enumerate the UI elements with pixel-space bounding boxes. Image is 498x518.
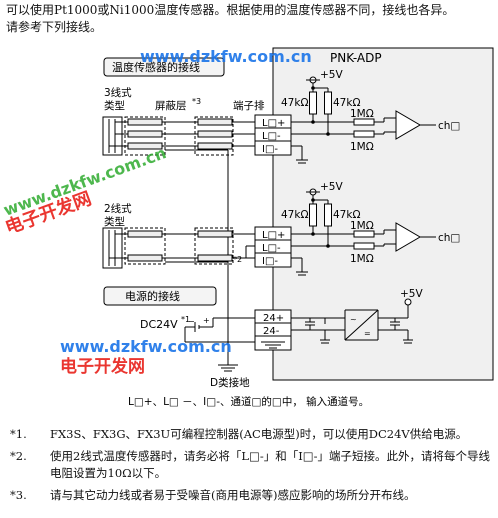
terminal-block-3w	[254, 114, 292, 156]
terminal-3w-i-minus: I□-	[262, 144, 278, 155]
r1-2w: 47kΩ	[281, 209, 308, 221]
channel-3w: ch□	[438, 120, 460, 132]
intro-line-2: 请参考下列接线。	[6, 20, 103, 34]
svg-text:−: −	[188, 317, 195, 326]
intro-text: 可以使用Pt1000或Ni1000温度传感器。根据使用的温度传感器不同，接线也各…	[6, 2, 494, 36]
two-wire-type-line1: 2线式	[104, 202, 132, 215]
wiring-diagram: PNK-ADP 温度传感器的接线 3线式 类型 屏蔽层 *3 端子排 L□+ L…	[1, 47, 494, 408]
terminal-3w-l-minus: L□-	[262, 131, 281, 142]
r2-3w: 47kΩ	[333, 97, 360, 109]
channel-legend: L□+、L□ －、I□-、通道□的□中， 输入通道号。	[128, 395, 369, 408]
sensor-3w	[102, 116, 123, 156]
r3-3w: 1MΩ	[350, 108, 374, 120]
watermark-top: www.dzkfw.com.cn	[140, 47, 312, 66]
watermark-bottom-cn: 电子开发网	[60, 356, 145, 377]
terminal-2w-l-minus: L□-	[262, 243, 281, 254]
footnote-1: *1. FX3S、FX3G、FX3U可编程控制器(AC电源型)时，可以使用DC2…	[10, 426, 494, 443]
terminal-block-2w	[254, 226, 292, 268]
footnote-1-mark: *1.	[10, 427, 27, 441]
vcc-3w: +5V	[320, 69, 343, 81]
vcc-2w: +5V	[320, 181, 343, 193]
shield-label: 屏蔽层	[155, 100, 187, 112]
shield-mark: *3	[192, 97, 201, 106]
terminal-block-power	[254, 309, 292, 351]
footnote-2: *2. 使用2线式温度传感器时，请务必将「L□-」和「I□-」端子短接。此外，请…	[10, 448, 494, 482]
ground-label: D类接地	[210, 376, 250, 389]
terminal-24-minus: 24-	[263, 326, 280, 337]
three-wire-type-line2: 类型	[104, 99, 125, 112]
power-section-title: 电源的接线	[125, 289, 180, 303]
module-name: PNK-ADP	[330, 51, 382, 65]
three-wire-type-line1: 3线式	[104, 86, 132, 99]
r4-2w: 1MΩ	[350, 253, 374, 265]
channel-2w: ch□	[438, 232, 460, 244]
r4-3w: 1MΩ	[350, 141, 374, 153]
power-section-box	[103, 286, 217, 306]
footnote-2-text: 使用2线式温度传感器时，请务必将「L□-」和「I□-」端子短接。此外，请将每个导…	[50, 449, 490, 480]
vcc-power: +5V	[400, 288, 423, 300]
two-wire-type-line2: 类型	[104, 215, 125, 228]
terminal-2w-i-minus: I□-	[262, 256, 278, 267]
footnote-2-mark: *2.	[10, 449, 27, 463]
terminal-3w-l-plus: L□+	[262, 118, 285, 129]
svg-text:+: +	[203, 316, 210, 325]
svg-text:~: ~	[350, 315, 357, 324]
r1-3w: 47kΩ	[281, 97, 308, 109]
footnote-3-text: 请与其它动力线或者易于受噪音(商用电源等)感应影响的场所分开布线。	[50, 488, 416, 502]
watermark-mid: www.dzkfw.com.cn	[60, 337, 232, 356]
intro-line-1: 可以使用Pt1000或Ni1000温度传感器。根据使用的温度传感器不同，接线也各…	[6, 3, 455, 17]
svg-text:=: =	[364, 329, 371, 338]
terminal-2w-l-plus: L□+	[262, 230, 285, 241]
sensor-section-box	[103, 57, 225, 77]
sensor-section-title: 温度传感器的接线	[112, 60, 200, 74]
supply-mark: *1	[181, 315, 190, 324]
r2-2w: 47kΩ	[333, 209, 360, 221]
footnotes: *1. FX3S、FX3G、FX3U可编程控制器(AC电源型)时，可以使用DC2…	[10, 426, 494, 509]
footnote-3-mark: *3.	[10, 488, 27, 502]
supply-label: DC24V	[140, 318, 178, 331]
footnote-1-text: FX3S、FX3G、FX3U可编程控制器(AC电源型)时，可以使用DC24V供给…	[50, 427, 468, 441]
terminal-24-plus: 24+	[263, 313, 284, 324]
r3-2w: 1MΩ	[350, 220, 374, 232]
short-mark: *2	[233, 255, 242, 264]
footnote-3: *3. 请与其它动力线或者易于受噪音(商用电源等)感应影响的场所分开布线。	[10, 487, 494, 504]
terminal-block-label: 端子排	[233, 99, 265, 112]
